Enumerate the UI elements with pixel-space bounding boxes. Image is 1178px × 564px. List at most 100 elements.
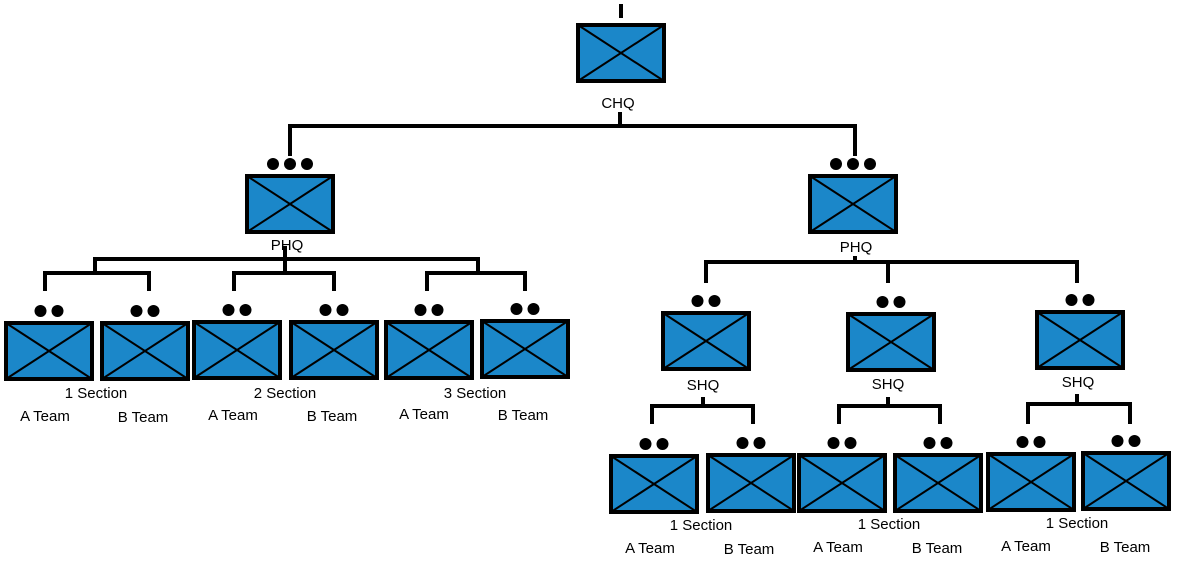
echelon-dots-icon <box>336 304 349 316</box>
echelon-dots-icon <box>830 158 842 170</box>
label-phq-right: PHQ <box>840 239 873 256</box>
echelon-dots-icon <box>864 158 876 170</box>
unit-cross-line <box>5 322 93 380</box>
echelon-dots-icon <box>1111 435 1124 447</box>
echelon-dots-icon <box>239 304 252 316</box>
echelon-dots-icon <box>1016 436 1029 448</box>
echelon-dots-icon <box>510 303 523 315</box>
unit-cross-line <box>101 322 189 380</box>
echelon-dots-icon <box>893 296 906 308</box>
label-shq3-team-b: B Team <box>1100 539 1151 556</box>
unit-shq-2 <box>846 296 936 372</box>
unit-cross-line <box>193 321 281 379</box>
unit-cross-line <box>662 312 750 370</box>
echelon-dots-icon <box>656 438 669 450</box>
link-section-1-left <box>43 271 151 291</box>
hierarchy-connectors <box>43 112 1132 424</box>
unit-cross-line <box>577 24 665 82</box>
unit-cross-line <box>1036 311 1124 369</box>
unit-cross-line <box>798 454 886 512</box>
unit-sec1-team-b <box>100 305 190 381</box>
unit-shq1-team-b <box>706 437 796 513</box>
label-section-1-left: 1 Section <box>65 385 128 402</box>
echelon-dots-icon <box>940 437 953 449</box>
label-section-2-left: 2 Section <box>254 385 317 402</box>
label-section-1-right-b: 1 Section <box>858 516 921 533</box>
label-section-1-right-a: 1 Section <box>670 517 733 534</box>
echelon-dots-icon <box>34 305 47 317</box>
unit-sec2-team-b <box>289 304 379 380</box>
echelon-dots-icon <box>130 305 143 317</box>
echelon-dots-icon <box>301 158 313 170</box>
label-sec1-team-a: A Team <box>20 408 70 425</box>
echelon-dots-icon <box>284 158 296 170</box>
label-shq-2: SHQ <box>872 376 905 393</box>
unit-cross-line <box>481 320 569 378</box>
echelon-dots-icon <box>222 304 235 316</box>
labels-layer: CHQ PHQ PHQ 1 Section A Team B Team 2 Se… <box>20 95 1150 558</box>
label-shq-3: SHQ <box>1062 374 1095 391</box>
unit-cross-line <box>1082 452 1170 510</box>
echelon-dots-icon <box>923 437 936 449</box>
echelon-dots-icon <box>1082 294 1095 306</box>
unit-cross-line <box>610 455 698 513</box>
unit-shq1-team-a <box>609 438 699 514</box>
label-shq-1: SHQ <box>687 377 720 394</box>
echelon-dots-icon <box>1033 436 1046 448</box>
unit-chq <box>576 4 666 83</box>
label-sec3-team-a: A Team <box>399 406 449 423</box>
echelon-dots-icon <box>51 305 64 317</box>
link-chq-phq <box>288 112 857 156</box>
label-sec2-team-b: B Team <box>307 408 358 425</box>
echelon-dots-icon <box>827 437 840 449</box>
label-shq1-team-a: A Team <box>625 540 675 557</box>
unit-shq3-team-b <box>1081 435 1171 511</box>
unit-sec3-team-b <box>480 303 570 379</box>
echelon-dots-icon <box>847 158 859 170</box>
label-sec2-team-a: A Team <box>208 407 258 424</box>
label-phq-left: PHQ <box>271 237 304 254</box>
unit-cross-line <box>385 321 473 379</box>
label-shq3-team-a: A Team <box>1001 538 1051 555</box>
unit-shq2-team-b <box>893 437 983 513</box>
label-shq2-team-a: A Team <box>813 539 863 556</box>
link-shq-3-teams <box>1026 394 1132 424</box>
echelon-dots-icon <box>319 304 332 316</box>
unit-cross-line <box>894 454 982 512</box>
unit-cross-line <box>246 175 334 233</box>
echelon-dots-icon <box>753 437 766 449</box>
echelon-dots-icon <box>736 437 749 449</box>
label-sec1-team-b: B Team <box>118 409 169 426</box>
link-section-3-left <box>425 271 527 291</box>
echelon-dots-icon <box>639 438 652 450</box>
link-shq-1-teams <box>650 397 755 424</box>
echelon-dots-icon <box>267 158 279 170</box>
unit-shq-1 <box>661 295 751 371</box>
unit-cross-line <box>290 321 378 379</box>
unit-shq-3 <box>1035 294 1125 370</box>
unit-sec3-team-a <box>384 304 474 380</box>
echelon-dots-icon <box>431 304 444 316</box>
echelon-dots-icon <box>1128 435 1141 447</box>
echelon-dots-icon <box>414 304 427 316</box>
unit-phq-right <box>808 158 898 234</box>
echelon-dots-icon <box>691 295 704 307</box>
label-shq1-team-b: B Team <box>724 541 775 558</box>
label-section-1-right-c: 1 Section <box>1046 515 1109 532</box>
unit-cross-line <box>809 175 897 233</box>
link-shq-2-teams <box>837 397 942 424</box>
echelon-dots-icon <box>527 303 540 315</box>
label-shq2-team-b: B Team <box>912 540 963 557</box>
link-phq-left-sections <box>93 246 480 275</box>
unit-shq2-team-a <box>797 437 887 513</box>
unit-cross-line <box>707 454 795 512</box>
unit-cross-line <box>847 313 935 371</box>
link-phq-right-shqs <box>704 256 1079 283</box>
echelon-dots-icon <box>876 296 889 308</box>
link-section-2-left <box>232 271 336 291</box>
echelon-dots-icon <box>844 437 857 449</box>
echelon-dots-icon <box>1065 294 1078 306</box>
unit-sec1-team-a <box>4 305 94 381</box>
units-layer <box>4 4 1171 514</box>
echelon-dots-icon <box>147 305 160 317</box>
